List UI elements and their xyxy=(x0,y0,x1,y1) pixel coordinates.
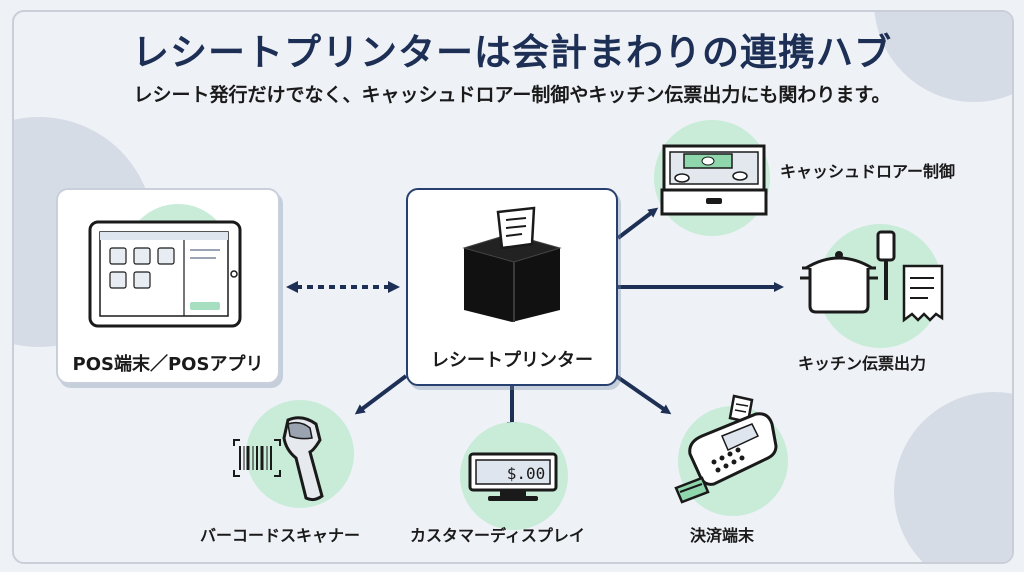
barcode-scanner-icon xyxy=(233,416,324,502)
page-title: レシートプリンターは会計まわりの連携ハブ xyxy=(132,31,892,74)
cash-drawer-label: キャッシュドロアー制御 xyxy=(780,162,956,181)
cooking-pot-icon xyxy=(800,230,944,323)
kitchen-label: キッチン伝票出力 xyxy=(798,354,927,373)
display-amount: $.00 xyxy=(507,464,546,483)
pos-label: POS端末／POSアプリ xyxy=(72,354,264,375)
cash-drawer-icon xyxy=(660,144,768,216)
arrow-to-payment xyxy=(614,374,672,415)
printer-label: レシートプリンター xyxy=(431,350,593,371)
receipt-printer-icon xyxy=(462,206,562,322)
customer-display-icon: $.00 xyxy=(468,452,558,501)
payment-terminal-icon xyxy=(674,394,778,504)
display-label: カスタマーディスプレイ xyxy=(410,526,585,545)
arrow-to-scanner xyxy=(354,374,408,415)
printer-card: レシートプリンター xyxy=(406,188,618,386)
page-subtitle: レシート発行だけでなく、キャッシュドロアー制御やキッチン伝票出力にも関わります。 xyxy=(133,84,891,106)
scanner-label: バーコードスキャナー xyxy=(200,526,361,545)
pos-card: POS端末／POSアプリ xyxy=(56,188,280,384)
payment-label: 決済端末 xyxy=(690,526,755,545)
arrow-to-cash-drawer xyxy=(616,207,659,240)
tablet-icon xyxy=(88,220,242,328)
